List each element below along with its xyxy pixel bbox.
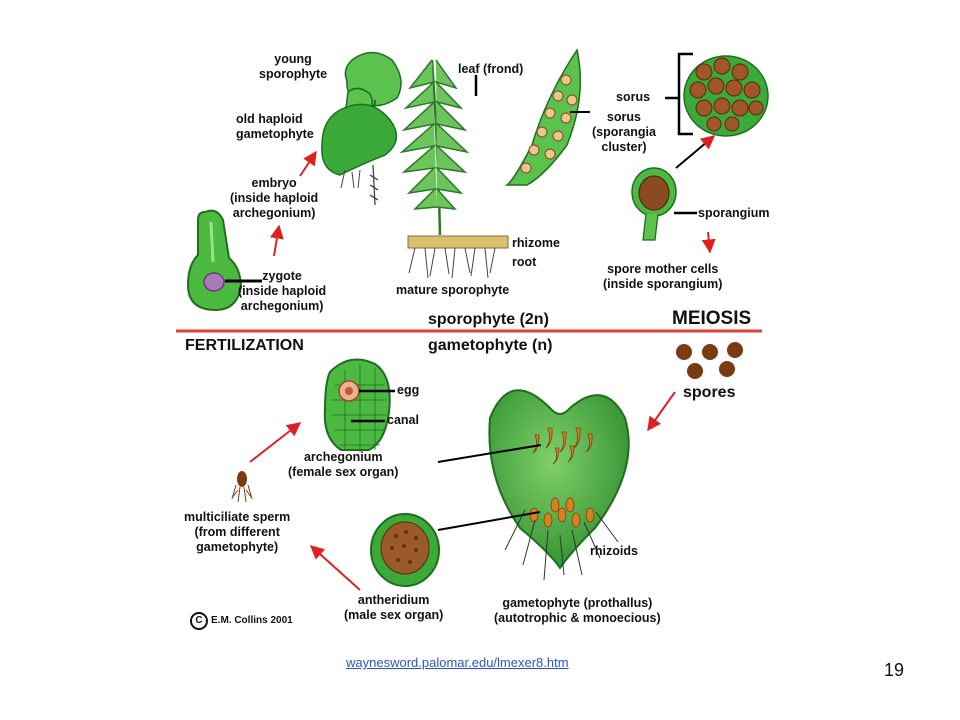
spores-label: spores bbox=[683, 384, 736, 401]
arrow-spores-to-gametophyte bbox=[647, 391, 676, 432]
gametophyte-prothallus-label: gametophyte (prothallus) (autotrophic & … bbox=[494, 596, 661, 626]
antheridium-label: antheridium (male sex organ) bbox=[344, 593, 443, 623]
old-gametophyte-label: old haploid gametophyte bbox=[236, 112, 314, 142]
credit-text: E.M. Collins 2001 bbox=[211, 615, 293, 626]
young-sporophyte-line-2: sporophyte bbox=[259, 67, 328, 81]
young-sporophyte-line-1: young bbox=[274, 52, 312, 66]
antheridium-line-1: antheridium bbox=[357, 593, 430, 607]
zygote-label: zygote (inside haploid archegonium) bbox=[238, 269, 326, 314]
source-link[interactable]: waynesword.palomar.edu/lmexer8.htm bbox=[346, 655, 569, 670]
young-sporophyte-illustration bbox=[321, 51, 402, 206]
prothallus-illustration bbox=[437, 389, 630, 581]
slide-number: 19 bbox=[884, 660, 905, 680]
spores-illustration bbox=[676, 342, 743, 379]
canal-label: canal bbox=[387, 413, 419, 427]
arrow-zygote-to-embryo bbox=[270, 224, 284, 257]
spore-mother-cells-label: spore mother cells (inside sporangium) bbox=[603, 262, 722, 292]
prothallus-line-1: gametophyte (prothallus) bbox=[502, 596, 653, 610]
sporangium-illustration bbox=[631, 167, 716, 254]
sporophyte-2n-label: sporophyte (2n) bbox=[428, 311, 549, 328]
mature-sporophyte-illustration bbox=[399, 59, 509, 279]
copyright-icon: C bbox=[190, 612, 208, 630]
old-gametophyte-line-2: gametophyte bbox=[236, 127, 314, 141]
embryo-label: embryo (inside haploid archegonium) bbox=[230, 176, 318, 221]
arrow-sperm-to-archegonium bbox=[249, 422, 302, 463]
sporangium-label: sporangium bbox=[698, 206, 770, 220]
archegonium-label: archegonium (female sex organ) bbox=[288, 450, 398, 480]
mature-sporophyte-label: mature sporophyte bbox=[396, 283, 510, 297]
archegonium-illustration bbox=[323, 358, 395, 452]
rhizoids-label: rhizoids bbox=[590, 544, 638, 558]
archegonium-line-2: (female sex organ) bbox=[288, 465, 399, 479]
sorus-cluster-line-2: (sporangia bbox=[592, 125, 656, 139]
zygote-line-1: zygote bbox=[262, 269, 302, 283]
gametophyte-n-label: gametophyte (n) bbox=[428, 337, 553, 354]
sperm-illustration bbox=[231, 471, 253, 503]
sorus-cluster-illustration bbox=[665, 52, 769, 169]
embryo-line-2: (inside haploid bbox=[230, 191, 319, 205]
meiosis-label: MEIOSIS bbox=[672, 308, 752, 329]
zygote-archegonium-illustration bbox=[186, 209, 262, 312]
rhizome-label: rhizome bbox=[512, 236, 560, 250]
antheridium-illustration bbox=[370, 513, 440, 587]
spore-mother-cells-line-1: spore mother cells bbox=[607, 262, 719, 276]
sperm-line-3: gametophyte) bbox=[196, 540, 279, 554]
prothallus-line-2: (autotrophic & monoecious) bbox=[494, 611, 661, 625]
egg-label: egg bbox=[397, 383, 420, 397]
arrow-antheridium-to-sperm bbox=[309, 545, 361, 591]
sorus-cluster-line-1: sorus bbox=[606, 110, 641, 124]
leaf-with-sori-illustration bbox=[504, 48, 590, 186]
sorus-cluster-line-3: cluster) bbox=[601, 140, 647, 154]
zygote-line-2: (inside haploid bbox=[238, 284, 327, 298]
spore-mother-cells-line-2: (inside sporangium) bbox=[603, 277, 723, 291]
antheridium-line-2: (male sex organ) bbox=[344, 608, 444, 622]
old-gametophyte-line-1: old haploid bbox=[236, 112, 303, 126]
fertilization-label: FERTILIZATION bbox=[185, 337, 304, 354]
young-sporophyte-label: young sporophyte bbox=[259, 52, 327, 82]
embryo-line-3: archegonium) bbox=[232, 206, 316, 220]
zygote-line-3: archegonium) bbox=[240, 299, 324, 313]
arrow-embryo-to-sporophyte bbox=[299, 150, 317, 177]
root-label: root bbox=[512, 255, 537, 269]
embryo-line-1: embryo bbox=[251, 176, 297, 190]
sorus-label: sorus bbox=[616, 90, 651, 104]
sperm-line-2: (from different bbox=[194, 525, 280, 539]
sorus-cluster-label: sorus (sporangia cluster) bbox=[592, 110, 656, 155]
multiciliate-sperm-label: multiciliate sperm (from different gamet… bbox=[184, 510, 290, 555]
leaf-frond-label: leaf (frond) bbox=[458, 62, 524, 76]
archegonium-line-1: archegonium bbox=[303, 450, 383, 464]
sperm-line-1: multiciliate sperm bbox=[184, 510, 291, 524]
